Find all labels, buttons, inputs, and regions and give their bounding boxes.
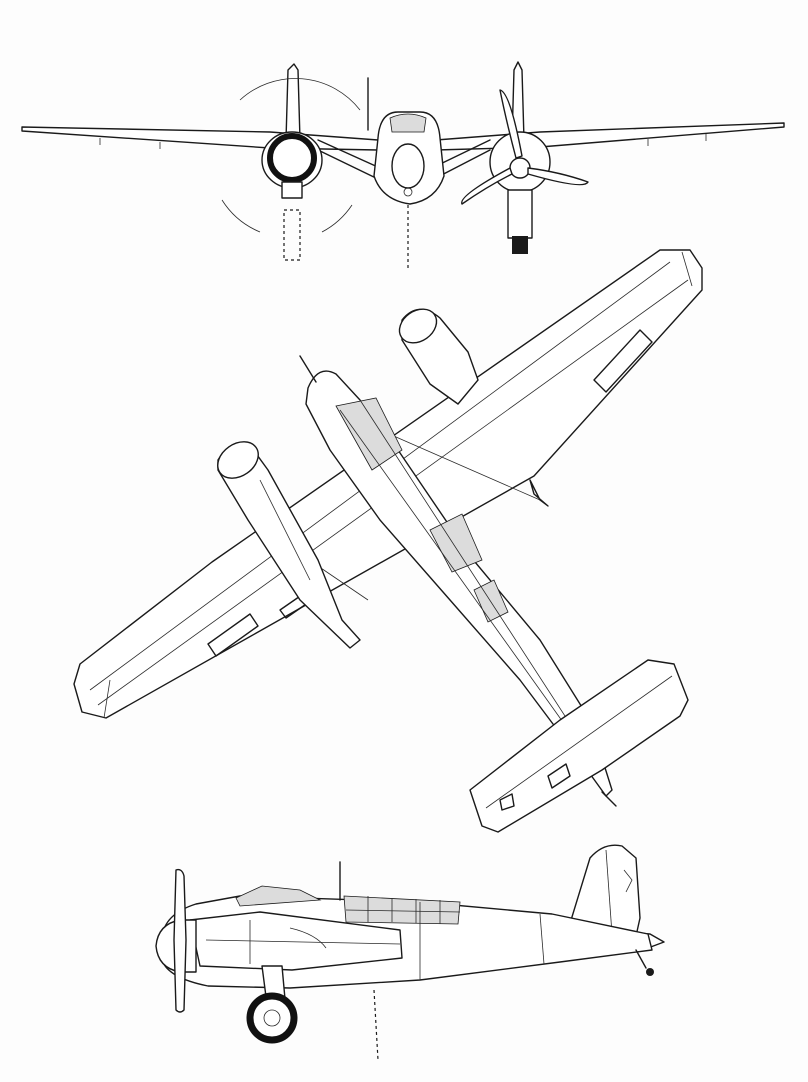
propeller-side: [173, 868, 187, 1013]
front-view: [21, 61, 785, 270]
left-spinner-ring: [267, 133, 317, 183]
tail-fin-side: [567, 844, 641, 937]
right-propeller-blade-up: [499, 89, 523, 159]
right-propeller-blade-right: [527, 167, 589, 186]
fuselage-front: [373, 111, 445, 205]
main-wheel-side: [246, 992, 298, 1044]
right-propeller-blade-left: [461, 167, 513, 205]
engine-nacelle-side: [189, 911, 403, 971]
plan-view: [73, 249, 703, 833]
left-fin-front: [285, 63, 301, 141]
